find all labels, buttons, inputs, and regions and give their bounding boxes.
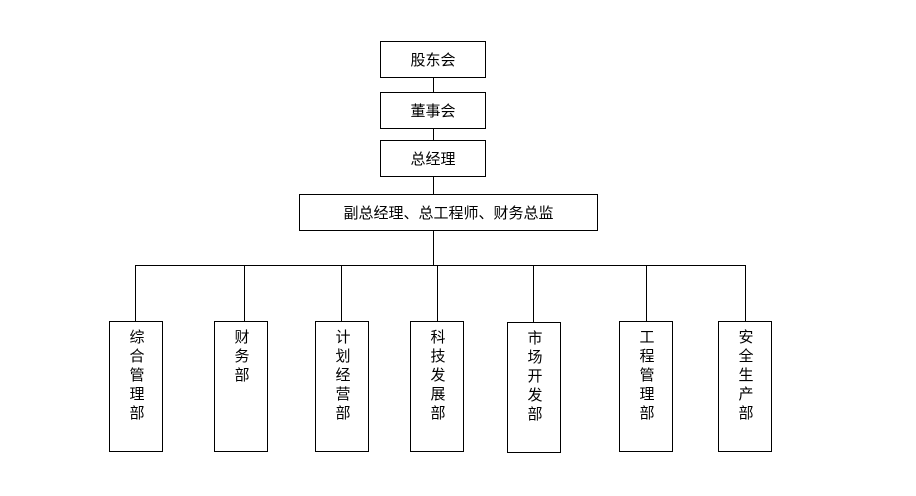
- connector-dept-4: [437, 265, 438, 321]
- shareholders-meeting-box: 股东会: [380, 41, 486, 78]
- department-box: 工程管理部: [619, 321, 673, 452]
- deputies-box: 副总经理、总工程师、财务总监: [299, 194, 598, 231]
- department-label: 财务部: [232, 329, 251, 386]
- connector-dept-2: [244, 265, 245, 321]
- connector-dept-6: [646, 265, 647, 321]
- department-box: 安全生产部: [718, 321, 772, 452]
- connector-deputies-bus: [433, 231, 434, 265]
- shareholders-meeting-label: 股东会: [410, 51, 456, 69]
- connector-dept-5: [533, 265, 534, 322]
- department-label: 安全生产部: [736, 329, 755, 424]
- general-manager-box: 总经理: [380, 140, 486, 177]
- deputies-label: 副总经理、总工程师、财务总监: [343, 204, 554, 222]
- connector-dept-7: [745, 265, 746, 321]
- department-box: 综合管理部: [109, 321, 163, 452]
- connector-shareholders-board: [433, 78, 434, 92]
- department-label: 工程管理部: [637, 329, 656, 424]
- department-label: 科技发展部: [428, 329, 447, 424]
- board-of-directors-label: 董事会: [410, 102, 456, 120]
- connector-gm-deputies: [433, 177, 434, 194]
- department-box: 科技发展部: [410, 321, 464, 452]
- general-manager-label: 总经理: [410, 150, 456, 168]
- board-of-directors-box: 董事会: [380, 92, 486, 129]
- department-box: 计划经营部: [315, 321, 369, 452]
- connector-dept-3: [341, 265, 342, 321]
- department-label: 计划经营部: [333, 329, 352, 424]
- department-label: 综合管理部: [127, 329, 146, 424]
- department-bus-line: [135, 265, 745, 266]
- connector-board-gm: [433, 129, 434, 140]
- department-box: 财务部: [214, 321, 268, 452]
- connector-dept-1: [135, 265, 136, 321]
- department-label: 市场开发部: [525, 330, 544, 425]
- department-box: 市场开发部: [507, 322, 561, 453]
